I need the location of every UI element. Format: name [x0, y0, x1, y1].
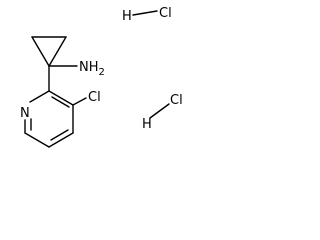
hcl-2-hydrogen-label: H: [142, 117, 152, 132]
pyridine-bond-n-c2: [29, 90, 50, 103]
ring-chlorine-label: Cl: [88, 90, 101, 105]
pyridine-bond-c5-c6: [24, 132, 50, 148]
pyridine-ring: N: [20, 90, 74, 148]
pyridine-double-bond-c4-c5: [50, 129, 69, 141]
hcl-1-hydrogen-label: H: [122, 9, 132, 24]
hcl-2-chlorine-label: Cl: [170, 93, 183, 108]
hcl-salt-2: H Cl: [142, 93, 183, 132]
pyridine-nitrogen-label: N: [20, 106, 30, 121]
ring-chlorine-bond: [72, 97, 87, 106]
hcl-1-bond: [132, 10, 158, 16]
structure-drawing: H Cl NH2 N Cl H Cl: [20, 6, 183, 148]
hcl-1-chlorine-label: Cl: [159, 6, 172, 21]
cyclopropane-bond-left: [31, 36, 50, 67]
pyridine-double-bond-c2-c3: [51, 96, 70, 108]
pyridine-bond-c4-c5: [48, 132, 74, 148]
hcl-2-bond: [149, 103, 170, 119]
pyridine-bond-c2-c3: [48, 90, 74, 106]
hcl-salt-1: H Cl: [122, 6, 172, 24]
cyclopropane-bond-right: [48, 36, 67, 67]
amine-label: NH2: [79, 60, 105, 78]
cyclopropane-ring: [31, 36, 67, 67]
